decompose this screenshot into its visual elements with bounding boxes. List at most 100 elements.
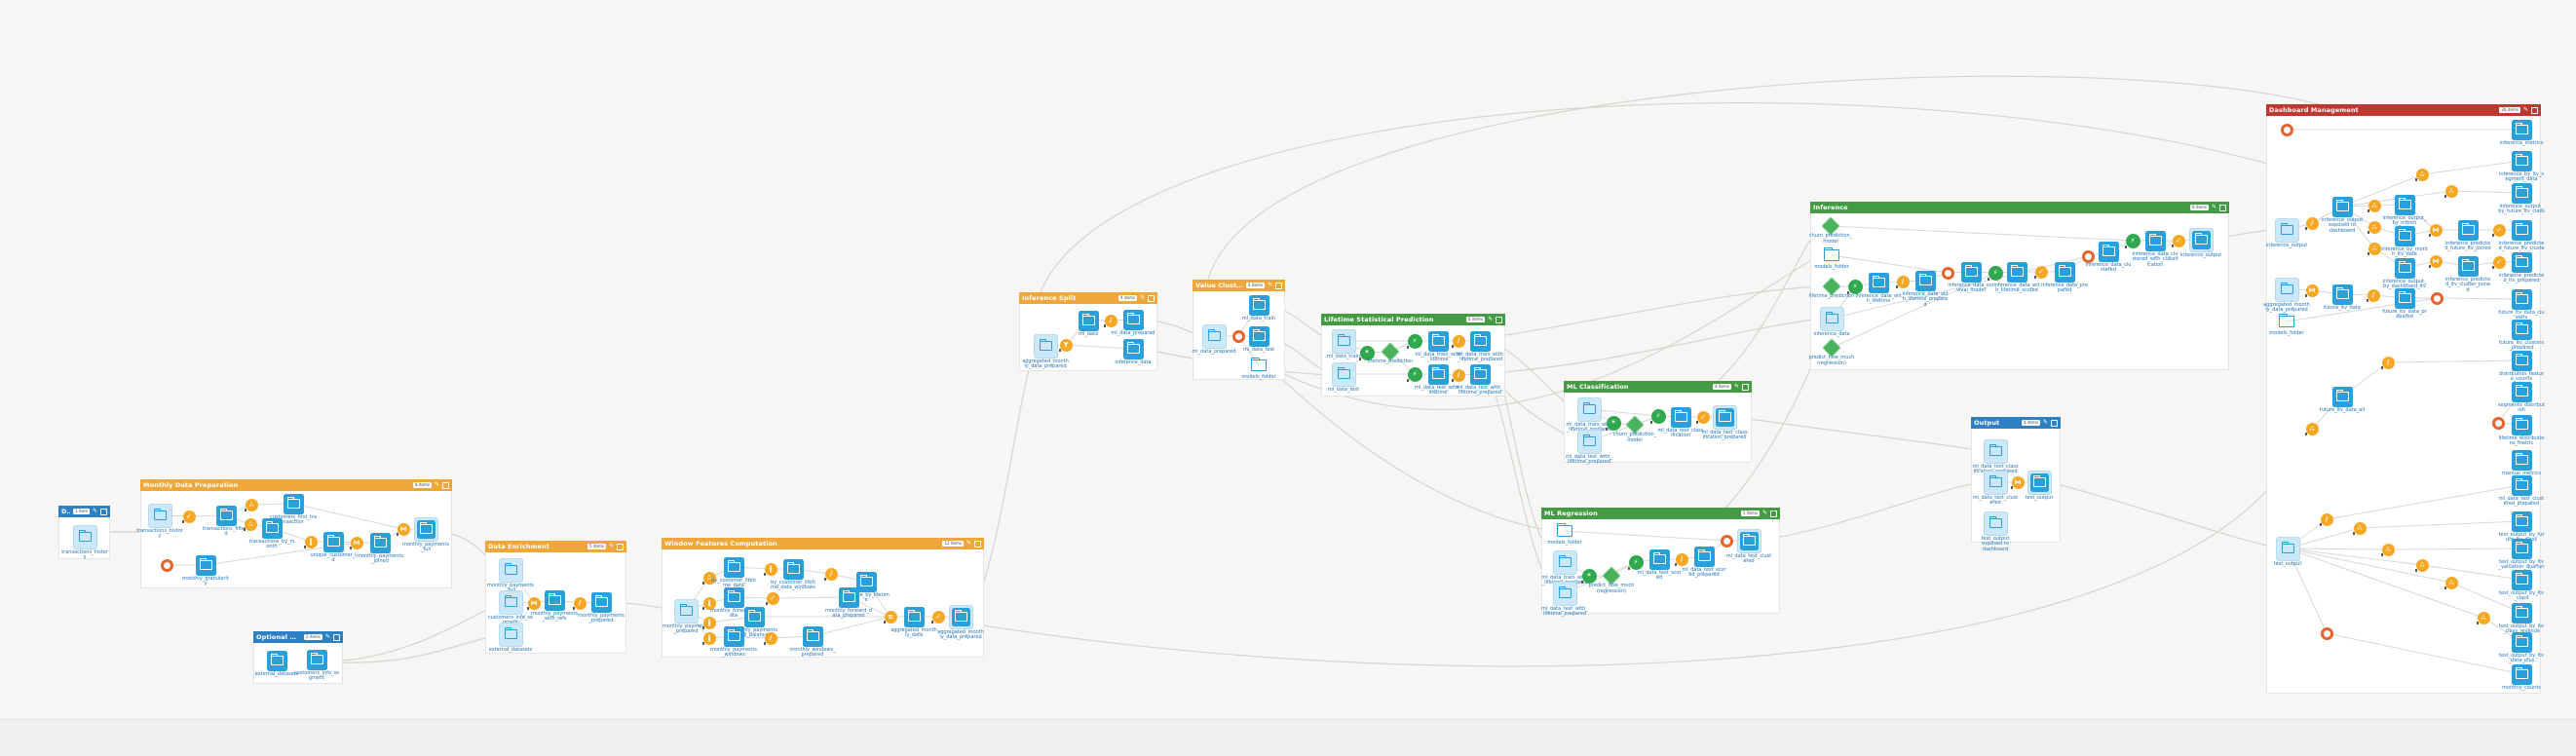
visual-recipe-node[interactable]: ∴ bbox=[2367, 199, 2381, 212]
zone-header[interactable]: Data Input1 item✎ bbox=[58, 506, 110, 517]
dataset-node[interactable] bbox=[1469, 363, 1491, 385]
dataset-node[interactable] bbox=[2394, 257, 2415, 279]
shared-dataset-node[interactable] bbox=[1576, 397, 1602, 422]
dataset-node[interactable] bbox=[2511, 414, 2532, 435]
dataset-node[interactable] bbox=[2394, 225, 2415, 246]
dataset-node[interactable] bbox=[723, 586, 744, 608]
dataset-node[interactable] bbox=[590, 591, 612, 613]
dataset-node[interactable] bbox=[2054, 261, 2075, 283]
visual-recipe-node[interactable]: ∴ bbox=[701, 571, 716, 585]
dataset-node[interactable] bbox=[2144, 230, 2166, 251]
dataset-node[interactable] bbox=[1248, 325, 1269, 347]
collapse-square-icon[interactable] bbox=[2531, 106, 2538, 114]
dataset-node[interactable] bbox=[2006, 261, 2027, 283]
visual-recipe-node[interactable]: ∕ bbox=[572, 596, 587, 610]
output-dataset-node[interactable] bbox=[2188, 227, 2214, 252]
dataset-node[interactable] bbox=[855, 571, 877, 592]
ml-recipe-node[interactable]: ⚡ bbox=[2124, 233, 2140, 248]
ml-recipe-node[interactable]: ⚡ bbox=[1649, 408, 1666, 424]
pencil-icon[interactable]: ✎ bbox=[1487, 316, 1493, 322]
code-recipe-node[interactable] bbox=[2280, 123, 2293, 136]
dataset-node[interactable] bbox=[723, 625, 744, 647]
visual-recipe-node[interactable]: Y bbox=[1058, 338, 1073, 352]
collapse-square-icon[interactable] bbox=[333, 633, 340, 641]
visual-recipe-node[interactable]: ∴ bbox=[2304, 422, 2319, 435]
dataset-node[interactable] bbox=[2098, 241, 2119, 262]
visual-recipe-node[interactable]: ∴ bbox=[2352, 521, 2367, 535]
visual-recipe-node[interactable]: ‖ bbox=[303, 535, 318, 548]
dataset-node[interactable] bbox=[2331, 196, 2353, 217]
code-recipe-node[interactable] bbox=[2081, 249, 2095, 263]
dataset-node[interactable] bbox=[2511, 510, 2532, 532]
visual-recipe-node[interactable]: ∕ bbox=[2304, 216, 2319, 230]
code-recipe-node[interactable] bbox=[2491, 416, 2505, 430]
visual-recipe-node[interactable]: ✓ bbox=[1695, 410, 1710, 424]
code-recipe-node[interactable] bbox=[2430, 291, 2443, 305]
visual-recipe-node[interactable]: ‖ bbox=[701, 616, 716, 629]
dataset-node[interactable] bbox=[261, 517, 283, 539]
zone-header[interactable]: Optional Datasets2 items✎ bbox=[253, 631, 343, 643]
visual-recipe-node[interactable]: ✓ bbox=[181, 510, 196, 523]
collapse-square-icon[interactable] bbox=[100, 508, 107, 515]
dataset-node[interactable] bbox=[1427, 330, 1449, 352]
visual-recipe-node[interactable]: ✓ bbox=[765, 591, 779, 605]
dataset-node[interactable] bbox=[2511, 319, 2532, 340]
visual-recipe-node[interactable]: ✓ bbox=[2171, 234, 2185, 247]
managed-folder-node[interactable] bbox=[1556, 522, 1573, 540]
pencil-icon[interactable]: ✎ bbox=[1762, 510, 1767, 516]
visual-recipe-node[interactable]: ⋈ bbox=[2010, 475, 2025, 489]
dataset-node[interactable] bbox=[2511, 538, 2532, 559]
dataset-node[interactable] bbox=[782, 558, 804, 580]
pencil-icon[interactable]: ✎ bbox=[2522, 106, 2528, 113]
shared-dataset-node[interactable] bbox=[1033, 333, 1058, 359]
visual-recipe-node[interactable]: ∴ bbox=[2367, 220, 2381, 234]
collapse-square-icon[interactable] bbox=[442, 481, 449, 489]
dataset-node[interactable] bbox=[838, 586, 859, 608]
visual-recipe-node[interactable]: ∕ bbox=[1103, 314, 1118, 327]
dataset-node[interactable] bbox=[1122, 338, 1144, 359]
code-recipe-node[interactable] bbox=[1720, 534, 1733, 548]
dataset-node[interactable] bbox=[1248, 294, 1269, 316]
visual-recipe-node[interactable]: ∴ bbox=[243, 517, 257, 531]
dataset-node[interactable] bbox=[1122, 309, 1144, 330]
visual-recipe-node[interactable]: ∴ bbox=[2443, 184, 2458, 198]
collapse-square-icon[interactable] bbox=[1742, 383, 1749, 391]
visual-recipe-node[interactable]: ∕ bbox=[763, 631, 777, 645]
visual-recipe-node[interactable]: ⋈ bbox=[396, 522, 410, 536]
shared-dataset-node[interactable] bbox=[1331, 328, 1356, 354]
shared-dataset-node[interactable] bbox=[1552, 549, 1577, 575]
ml-recipe-node[interactable]: ⚡ bbox=[1627, 554, 1644, 570]
ml-recipe-node[interactable]: ⚡ bbox=[1846, 279, 1863, 294]
pencil-icon[interactable]: ✎ bbox=[966, 540, 971, 547]
dataset-node[interactable] bbox=[2331, 284, 2353, 305]
output-dataset-node[interactable] bbox=[948, 604, 973, 629]
dataset-node[interactable] bbox=[2511, 663, 2532, 685]
collapse-square-icon[interactable] bbox=[974, 540, 981, 548]
dataset-node[interactable] bbox=[1078, 310, 1099, 331]
shared-dataset-node[interactable] bbox=[498, 557, 523, 583]
pencil-icon[interactable]: ✎ bbox=[1267, 282, 1272, 288]
visual-recipe-node[interactable]: ‖ bbox=[763, 562, 777, 576]
dataset-node[interactable] bbox=[2394, 194, 2415, 215]
visual-recipe-node[interactable]: ∴ bbox=[2414, 558, 2429, 572]
shared-dataset-node[interactable] bbox=[498, 622, 523, 647]
shared-dataset-node[interactable] bbox=[673, 598, 699, 624]
dataset-node[interactable] bbox=[1670, 406, 1691, 428]
shared-dataset-node[interactable] bbox=[1331, 361, 1356, 387]
dataset-node[interactable] bbox=[2511, 631, 2532, 653]
dataset-node[interactable] bbox=[743, 606, 765, 627]
flow-zone-data-input[interactable]: Data Input1 item✎transactions_history bbox=[58, 506, 110, 560]
managed-folder-node[interactable] bbox=[2278, 313, 2295, 330]
